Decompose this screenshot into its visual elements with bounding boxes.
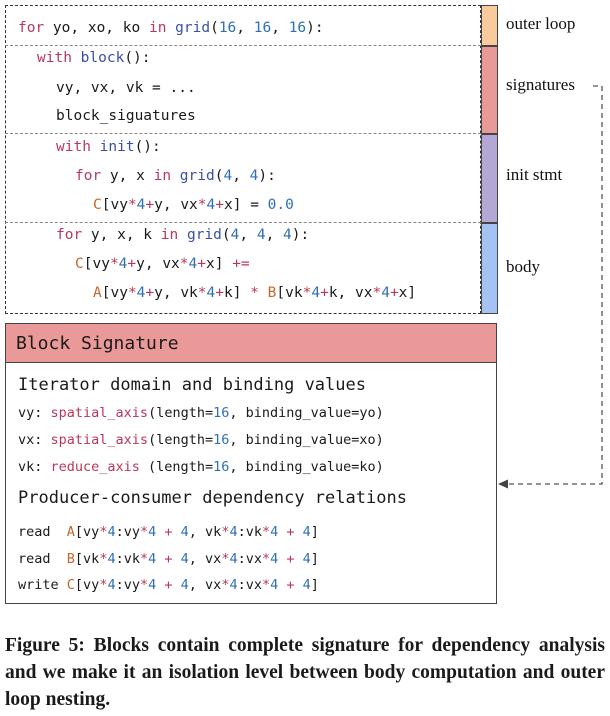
signatures-band	[481, 46, 498, 134]
iterator-line-vy: vy: spatial_axis(length=16, binding_valu…	[18, 405, 384, 421]
code-line-body-expression: A[vy*4+y, vk*4+k] * B[vk*4+k, vx*4+x]	[93, 285, 417, 301]
code-line-body-loop: for y, x, k in grid(4, 4, 4):	[56, 227, 310, 243]
body-band	[481, 223, 498, 314]
separator-signatures-init	[5, 133, 481, 134]
block-signature-title: Block Signature	[16, 333, 179, 354]
dependency-line-write-c: write C[vy*4:vy*4 + 4, vx*4:vx*4 + 4]	[18, 577, 319, 593]
figure-caption: Figure 5: Blocks contain complete signat…	[5, 635, 605, 710]
iterator-line-vx: vx: spatial_axis(length=16, binding_valu…	[18, 432, 384, 448]
code-line-block-vars: vy, vx, vk = ...	[56, 80, 196, 96]
outer-loop-label: outer loop	[506, 14, 576, 33]
iterator-line-vk: vk: reduce_axis (length=16, binding_valu…	[18, 459, 384, 475]
code-line-block-signatures: block_siguatures	[56, 108, 196, 124]
outer-loop-band	[481, 5, 498, 46]
init-stmt-label: init stmt	[506, 165, 563, 184]
code-line-with-block: with block():	[37, 50, 151, 66]
signatures-label: signatures	[506, 75, 575, 94]
dependency-section-title: Producer-consumer dependency relations	[18, 488, 407, 508]
arrow-head-icon	[498, 479, 508, 489]
code-line-with-init: with init():	[56, 139, 161, 155]
code-line-init-assign: C[vy*4+y, vx*4+x] = 0.0	[93, 197, 294, 213]
separator-init-body	[5, 222, 481, 223]
separator-outer-signatures	[5, 45, 481, 46]
code-line-outer-loop: for yo, xo, ko in grid(16, 16, 16):	[18, 20, 324, 36]
code-line-body-update: C[vy*4+y, vx*4+x] +=	[75, 256, 250, 272]
block-signature-header	[5, 323, 497, 363]
init-stmt-band	[481, 134, 498, 223]
body-label: body	[506, 257, 540, 276]
code-line-init-loop: for y, x in grid(4, 4):	[75, 168, 276, 184]
iterator-section-title: Iterator domain and binding values	[18, 375, 366, 395]
dependency-line-read-b: read B[vk*4:vk*4 + 4, vx*4:vx*4 + 4]	[18, 551, 319, 567]
code-listing-box	[5, 5, 481, 314]
dependency-line-read-a: read A[vy*4:vy*4 + 4, vk*4:vk*4 + 4]	[18, 524, 319, 540]
